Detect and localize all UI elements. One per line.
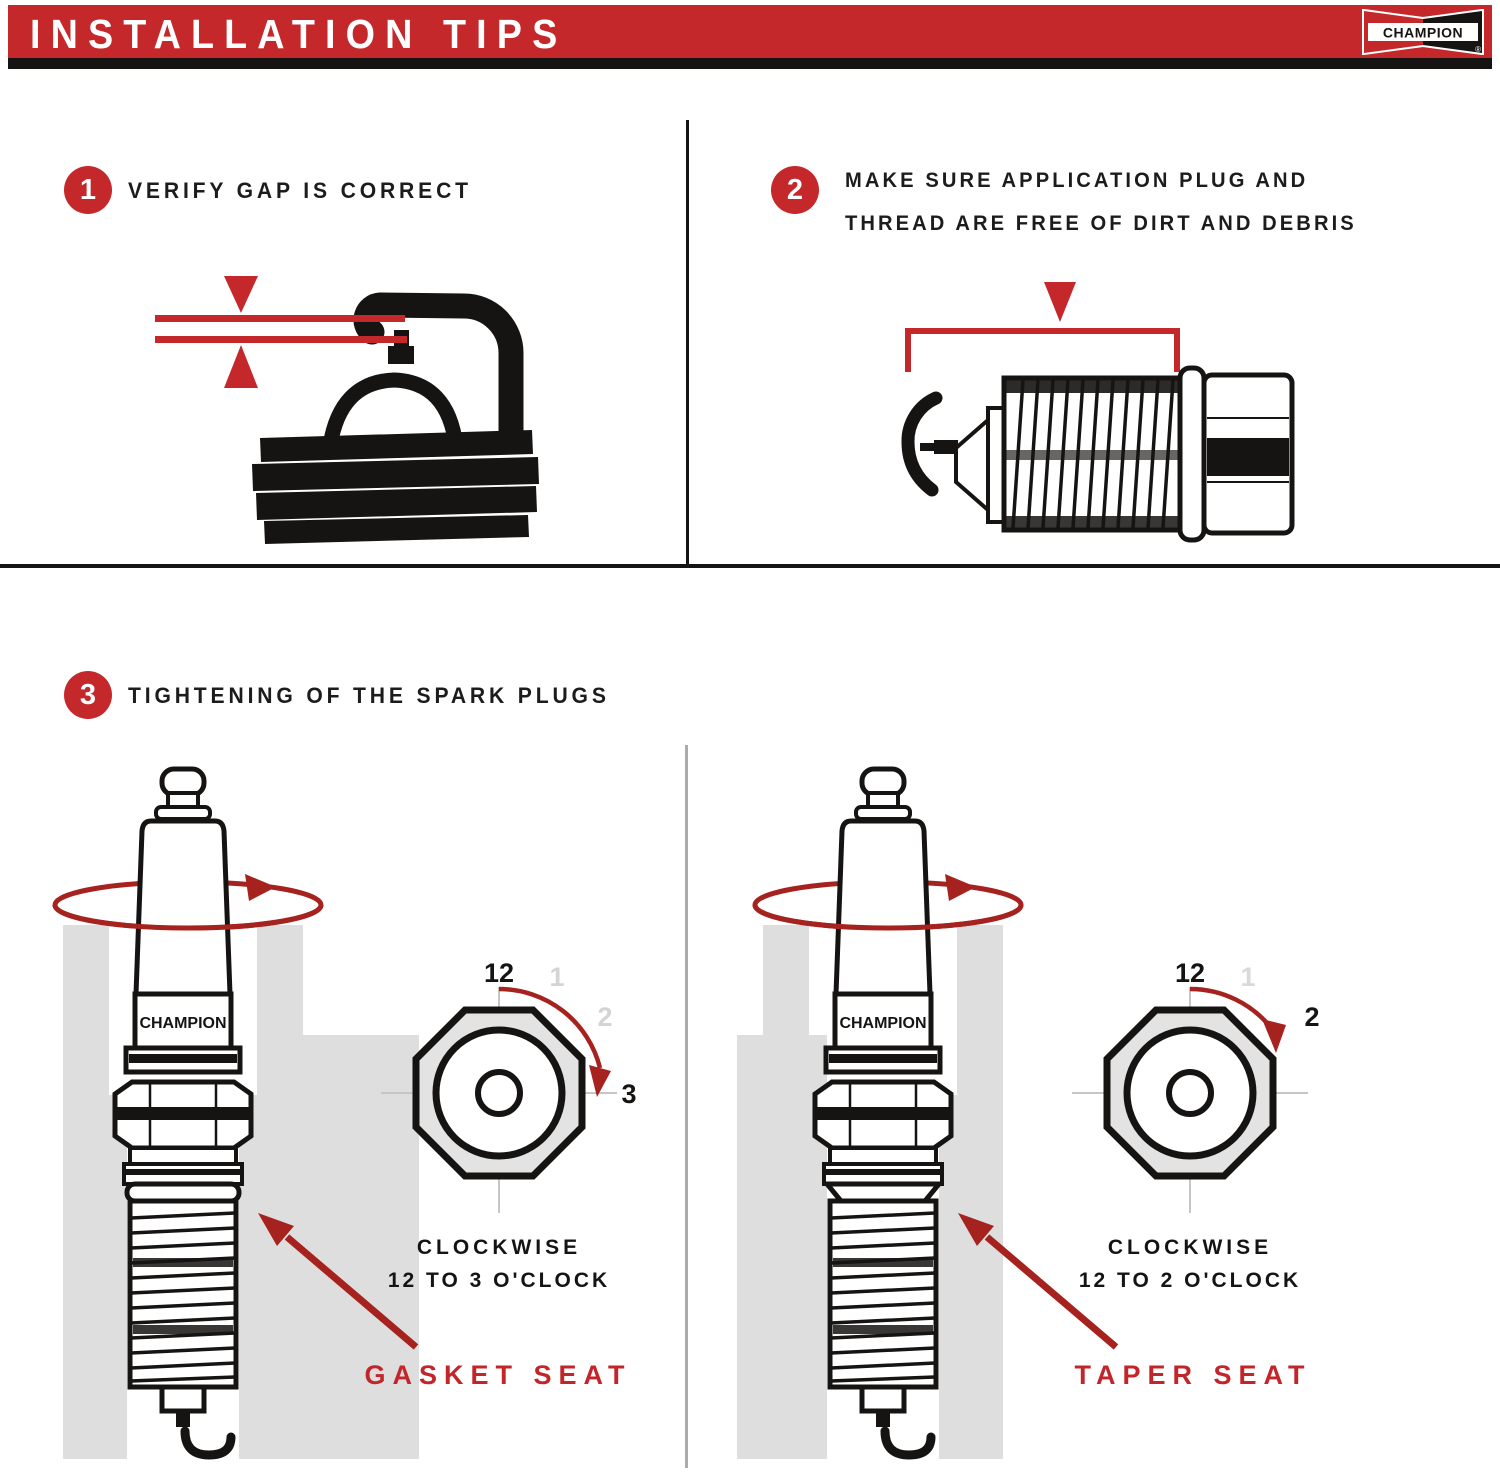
clockwise-arrowhead [589,1065,611,1097]
gasket-seat-pointer [258,1213,419,1350]
brand-label-box [132,991,234,1051]
page-title: INSTALLATION TIPS [30,11,568,57]
logo-registered-mark: ® [1475,45,1481,54]
divider-vertical-bottom [685,745,688,1468]
clock-caption-line2: 12 TO 3 O'CLOCK [388,1269,610,1292]
step-1-number: 1 [79,173,97,206]
clockwise-arrowhead [1262,1019,1286,1053]
clock-caption-line2: 12 TO 2 O'CLOCK [1079,1269,1301,1292]
step-3-number: 3 [79,678,97,711]
gap-arrow-down [224,276,258,313]
gasket-seat-panel: CHAMPION 12 1 2 3 CLOCKWISE 12 TO 3 O'CL… [52,766,637,1460]
step-3-title: TIGHTENING OF THE SPARK PLUGS [128,683,610,708]
insulator-tip [159,1384,207,1414]
plug-brand-text: CHAMPION [839,1015,926,1032]
step-2-title-line1: MAKE SURE APPLICATION PLUG AND [845,169,1309,192]
clock-caption-line1: CLOCKWISE [417,1236,581,1259]
header-banner [8,5,1492,58]
gasket-seat-label: GASKET SEAT [364,1360,632,1390]
step-2-title-line2: THREAD ARE FREE OF DIRT AND DEBRIS [845,212,1357,235]
logo-band [1368,23,1478,41]
ground-electrode [880,1426,936,1460]
spark-plug [812,766,954,1460]
header-underline [8,58,1492,69]
thread-pointer-triangle [1044,282,1076,322]
clock-label-12: 12 [484,958,514,988]
insulator-nose [954,415,990,515]
step-2-badge: 2 [771,166,819,214]
plug-brand-text: CHAMPION [139,1015,226,1032]
taper-seat-shoulder [821,1181,945,1204]
clock-label-1: 1 [1240,962,1255,992]
gasket-ring [124,1181,242,1204]
champion-logo: CHAMPION ® [1362,9,1484,55]
clock-label-3: 3 [621,1079,636,1109]
cylinder-head-blocks [737,925,1003,1459]
clean-thread-illustration [901,282,1295,543]
clock-label-1: 1 [549,962,564,992]
thread-span-bracket [905,328,1180,372]
spark-plug [112,766,254,1460]
insulator-tip [859,1384,907,1414]
ground-electrode [180,1426,236,1460]
clock-diagram: 12 1 2 CLOCKWISE 12 TO 2 O'CLOCK [1072,958,1320,1292]
threaded-body [1001,375,1183,533]
plug-hex [1201,372,1295,536]
clock-label-12: 12 [1175,958,1205,988]
center-electrode [176,1411,190,1427]
plug-flange [1177,365,1207,543]
taper-seat-panel: CHAMPION 12 1 2 CLOCKWISE 12 TO 2 O'CLOC… [737,766,1320,1460]
center-electrode [388,330,414,364]
step-1-title: VERIFY GAP IS CORRECT [128,178,472,203]
clockwise-arc [498,986,603,1069]
gap-arrow-up [224,345,258,388]
divider-vertical-top [686,120,689,565]
rotation-arrowhead [945,874,976,901]
clock-diagram: 12 1 2 3 CLOCKWISE 12 TO 3 O'CLOCK [381,958,637,1292]
cylinder-head-blocks [63,925,419,1459]
clock-caption-line1: CLOCKWISE [1108,1236,1272,1259]
gap-arrows [155,276,407,388]
gap-illustration [155,276,539,544]
insulator [133,818,233,997]
insulator-dome [322,372,464,448]
center-electrode [876,1411,890,1427]
taper-seat-label: TAPER SEAT [1074,1360,1312,1390]
step-1-badge: 1 [64,166,112,214]
insulator [833,818,933,997]
step-2-number: 2 [786,173,804,206]
taper-seat-pointer [958,1213,1119,1350]
logo-text: CHAMPION [1383,25,1463,41]
ground-electrode [901,391,943,497]
step-3-badge: 3 [64,671,112,719]
clock-label-2: 2 [597,1002,612,1032]
divider-horizontal [0,564,1500,568]
rotation-arrow-front [52,904,324,931]
center-electrode [920,440,958,454]
rotation-arrowhead [245,874,276,901]
plug-threads [252,430,539,544]
clock-label-2: 2 [1304,1002,1319,1032]
rotation-arrow-front [752,904,1024,931]
